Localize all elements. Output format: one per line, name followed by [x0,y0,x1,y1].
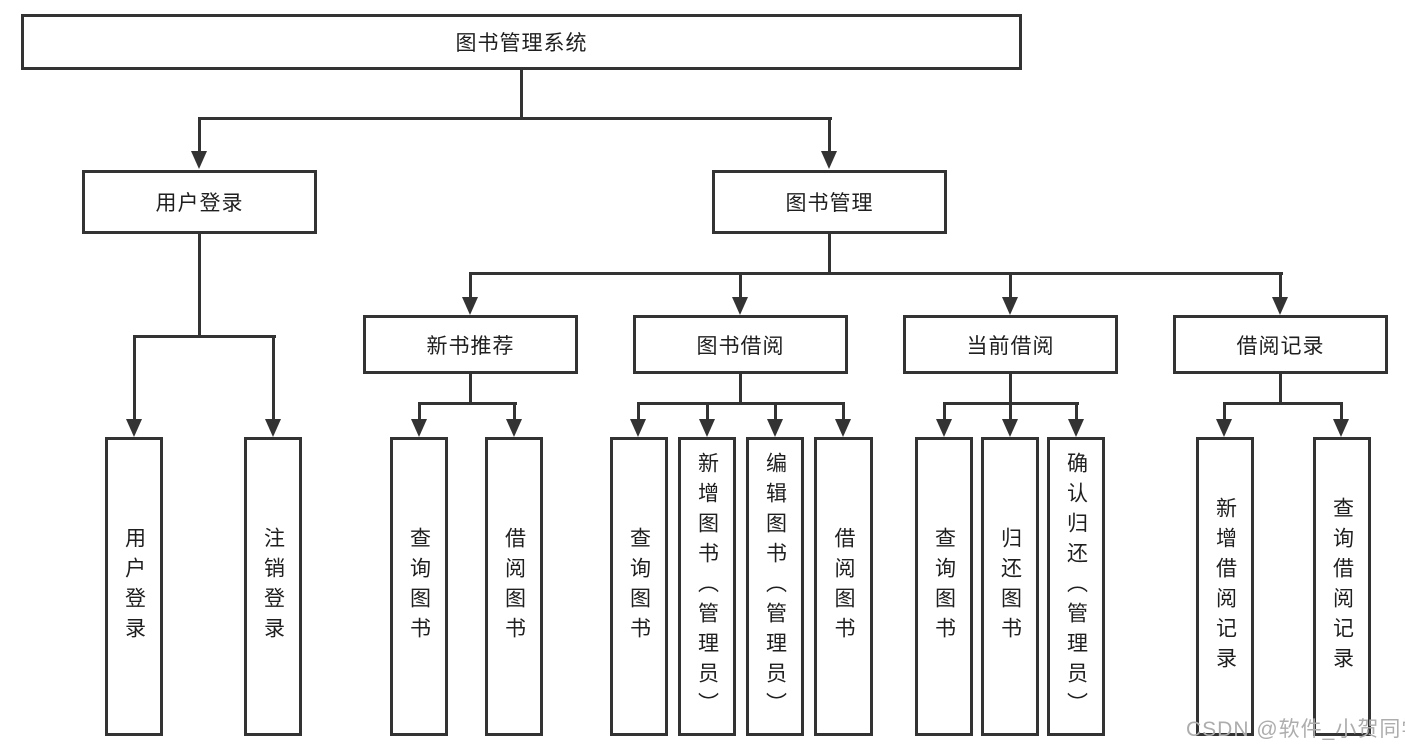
arrow-down-icon [411,419,427,437]
arrow-down-icon [767,419,783,437]
leaf-add-borrow-record: 新增借阅记录 [1196,437,1254,736]
node-current-borrow: 当前借阅 [903,315,1118,374]
connector-line [198,117,201,151]
leaf-query-books-current: 查询图书 [915,437,973,736]
connector-line [1223,402,1226,420]
leaf-query-books-borrow-label: 查询图书 [627,526,651,647]
leaf-add-borrow-record-label: 新增借阅记录 [1213,496,1237,677]
connector-line [469,272,472,298]
leaf-return-book: 归还图书 [981,437,1039,736]
arrow-down-icon [835,419,851,437]
arrow-down-icon [1068,419,1084,437]
connector-line [774,402,777,420]
connector-line [469,373,472,405]
arrow-down-icon [936,419,952,437]
leaf-query-books-recommend: 查询图书 [390,437,448,736]
arrow-down-icon [699,419,715,437]
leaf-add-book-admin: 新增图书（管理员） [678,437,736,736]
arrow-down-icon [191,151,207,169]
arrow-down-icon [1002,297,1018,315]
connector-line [198,232,201,338]
connector-line [1223,402,1342,405]
leaf-logout-label: 注销登录 [261,526,285,647]
connector-line [828,117,831,151]
arrow-down-icon [1216,419,1232,437]
node-borrow-records: 借阅记录 [1173,315,1388,374]
leaf-query-books-current-label: 查询图书 [932,526,956,647]
node-new-book-recommend: 新书推荐 [363,315,578,374]
leaf-logout: 注销登录 [244,437,302,736]
leaf-edit-book-admin-label: 编辑图书（管理员） [763,451,787,722]
arrow-down-icon [126,419,142,437]
connector-line [418,402,421,420]
arrow-down-icon [630,419,646,437]
node-root: 图书管理系统 [21,14,1022,70]
arrow-down-icon [1272,297,1288,315]
node-book-management-label: 图书管理 [785,192,874,215]
leaf-add-book-admin-label: 新增图书（管理员） [695,451,719,722]
leaf-borrow-books-recommend: 借阅图书 [485,437,543,736]
arrow-down-icon [1002,419,1018,437]
arrow-down-icon [732,297,748,315]
connector-line [198,117,832,120]
leaf-edit-book-admin: 编辑图书（管理员） [746,437,804,736]
leaf-user-login: 用户登录 [105,437,163,736]
connector-line [1279,373,1282,405]
connector-line [1009,272,1012,298]
connector-line [739,272,742,298]
leaf-query-borrow-record-label: 查询借阅记录 [1330,496,1354,677]
node-user-login-label: 用户登录 [155,192,244,215]
leaf-user-login-label: 用户登录 [122,526,146,647]
leaf-query-books-borrow: 查询图书 [610,437,668,736]
node-book-borrow: 图书借阅 [633,315,848,374]
leaf-query-books-recommend-label: 查询图书 [407,526,431,647]
arrow-down-icon [821,151,837,169]
connector-line [1340,402,1343,420]
connector-line [513,402,516,420]
node-book-management: 图书管理 [712,170,947,234]
node-borrow-records-label: 借阅记录 [1236,334,1325,358]
csdn-watermark: CSDN @软件_小贺同学 [1186,718,1405,741]
connector-line [739,373,742,405]
leaf-query-borrow-record: 查询借阅记录 [1313,437,1371,736]
leaf-return-book-label: 归还图书 [998,526,1022,647]
node-current-borrow-label: 当前借阅 [966,334,1055,358]
connector-line [842,402,845,420]
leaf-borrow-books-borrow-label: 借阅图书 [832,526,856,647]
leaf-borrow-books-borrow: 借阅图书 [814,437,873,736]
connector-line [520,68,523,118]
connector-line [1279,272,1282,298]
connector-line [1009,373,1012,405]
leaf-confirm-return-admin: 确认归还（管理员） [1047,437,1105,736]
connector-line [133,335,276,338]
connector-line [272,335,275,420]
connector-line [706,402,709,420]
connector-line [133,335,136,420]
connector-line [1009,402,1012,420]
node-user-login: 用户登录 [82,170,317,234]
arrow-down-icon [506,419,522,437]
connector-line [637,402,845,405]
node-book-borrow-label: 图书借阅 [696,334,785,358]
leaf-confirm-return-admin-label: 确认归还（管理员） [1064,451,1088,722]
arrow-down-icon [462,297,478,315]
node-root-label: 图书管理系统 [455,32,588,55]
connector-line [637,402,640,420]
arrow-down-icon [1333,419,1349,437]
leaf-borrow-books-recommend-label: 借阅图书 [502,526,526,647]
node-new-book-recommend-label: 新书推荐 [426,334,515,358]
connector-line [418,402,517,405]
connector-line [1075,402,1078,420]
connector-line [943,402,946,420]
connector-line [469,272,1283,275]
arrow-down-icon [265,419,281,437]
connector-line [828,232,831,275]
